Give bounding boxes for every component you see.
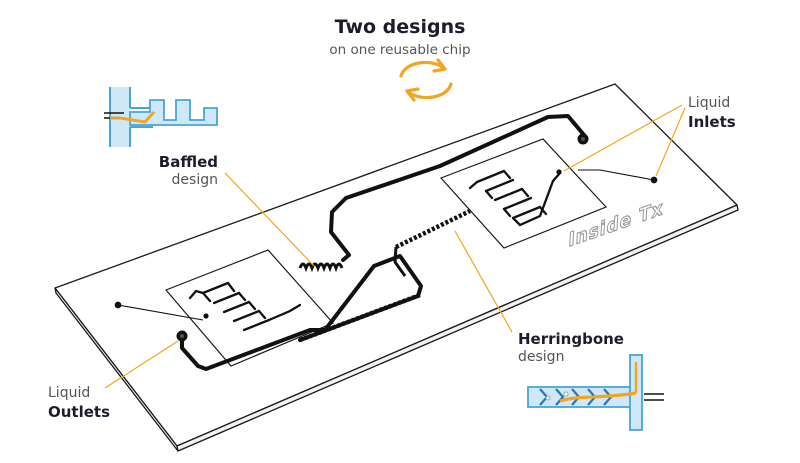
herringbone-mixer-chamber: [439, 138, 608, 249]
herringbone-channel-inset: [527, 354, 664, 431]
baffled-label-plain: design: [171, 171, 218, 188]
baffled-channel-inset: [104, 87, 218, 147]
outlets-label-bold: Outlets: [48, 402, 111, 421]
herringbone-design-label: Herringbone design: [518, 330, 624, 366]
liquid-outlets-label: Liquid Outlets: [48, 385, 110, 421]
herringbone-channel-link: [393, 246, 407, 277]
upper-channel: [329, 114, 586, 262]
leader-lines: [104, 104, 686, 389]
subtitle: on one reusable chip: [329, 41, 471, 58]
inlets-label-bold: Inlets: [688, 112, 736, 131]
refresh-cycle-icon: [399, 58, 453, 102]
herringbone-channel: [299, 208, 471, 343]
port-lines: [114, 169, 658, 321]
title: Two designs: [334, 16, 466, 38]
title-block: Two designs on one reusable chip: [0, 16, 800, 59]
herringbone-label-plain: design: [518, 348, 565, 365]
inlet-port: [577, 133, 589, 145]
baffled-wave-section: [298, 262, 344, 273]
baffled-label-bold: Baffled: [158, 153, 218, 171]
outlet-port: [176, 330, 188, 342]
liquid-inlets-label: Liquid Inlets: [688, 95, 736, 131]
inlets-label-plain: Liquid: [688, 95, 731, 111]
herringbone-label-bold: Herringbone: [518, 330, 624, 348]
outlets-label-plain: Liquid: [48, 385, 91, 401]
baffled-design-label: Baffled design: [110, 153, 218, 189]
